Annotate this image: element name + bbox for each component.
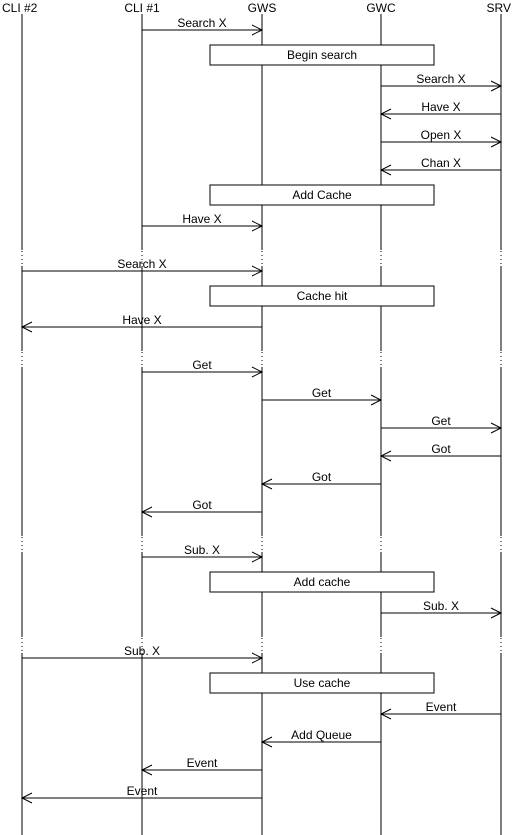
- message-gwc-to-srv: Sub. X: [381, 599, 503, 619]
- message-gws-to-gwc: Get: [262, 386, 383, 406]
- message-srv-to-gwc: Chan X: [379, 156, 501, 176]
- sequence-break: [20, 351, 503, 367]
- message-label: Sub. X: [423, 599, 459, 613]
- message-cli1-to-gws: Search X: [142, 16, 264, 36]
- arrowhead-icon: [260, 478, 273, 490]
- process-box-rect: [209, 571, 435, 593]
- arrowhead-icon: [20, 321, 33, 333]
- process-box-label: Cache hit: [297, 289, 348, 303]
- participant-label-gws: GWS: [248, 1, 277, 15]
- sequence-break: [20, 536, 503, 552]
- process-box: Begin search: [209, 44, 435, 66]
- arrowhead-icon: [379, 450, 392, 462]
- message-srv-to-gwc: Event: [379, 700, 501, 720]
- message-cli2-to-gws: Sub. X: [22, 644, 264, 664]
- message-label: Event: [187, 756, 218, 770]
- message-label: Search X: [177, 16, 226, 30]
- message-gwc-to-srv: Search X: [381, 72, 503, 92]
- process-box: Use cache: [209, 672, 435, 694]
- message-label: Add Queue: [291, 728, 352, 742]
- message-label: Sub. X: [184, 543, 220, 557]
- arrowhead-icon: [260, 736, 273, 748]
- sequence-break: [20, 637, 503, 653]
- arrowhead-icon: [490, 422, 503, 434]
- lifelines: [21, 14, 502, 835]
- arrowhead-icon: [140, 506, 153, 518]
- process-box: Add Cache: [209, 184, 435, 206]
- message-label: Have X: [421, 100, 460, 114]
- message-label: Search X: [117, 257, 166, 271]
- message-srv-to-gwc: Have X: [379, 100, 501, 120]
- message-gws-to-cli2: Event: [20, 784, 262, 804]
- message-gws-to-cli1: Event: [140, 756, 262, 776]
- arrowhead-icon: [379, 164, 392, 176]
- arrowhead-icon: [490, 136, 503, 148]
- process-box-label: Begin search: [287, 48, 357, 62]
- arrowhead-icon: [251, 24, 264, 36]
- participant-label-gwc: GWC: [366, 1, 396, 15]
- message-label: Get: [431, 414, 451, 428]
- arrowhead-icon: [379, 708, 392, 720]
- process-box-label: Add cache: [294, 575, 351, 589]
- arrowhead-icon: [379, 108, 392, 120]
- process-box-rect: [209, 672, 435, 694]
- process-box: Cache hit: [209, 285, 435, 307]
- sequence-break: [20, 250, 503, 266]
- arrowhead-icon: [251, 265, 264, 277]
- message-label: Search X: [416, 72, 465, 86]
- arrowhead-icon: [490, 607, 503, 619]
- arrowhead-icon: [490, 80, 503, 92]
- message-label: Chan X: [421, 156, 461, 170]
- message-label: Got: [431, 442, 451, 456]
- message-gwc-to-srv: Get: [381, 414, 503, 434]
- process-box-rect: [209, 285, 435, 307]
- message-cli1-to-gws: Have X: [142, 212, 264, 232]
- message-label: Got: [312, 470, 332, 484]
- message-label: Open X: [421, 128, 462, 142]
- message-gws-to-cli1: Got: [140, 498, 262, 518]
- participant-label-cli1: CLI #1: [124, 1, 160, 15]
- message-gws-to-cli2: Have X: [20, 313, 262, 333]
- message-label: Got: [192, 498, 212, 512]
- message-cli1-to-gws: Sub. X: [142, 543, 264, 563]
- arrowhead-icon: [20, 792, 33, 804]
- arrowhead-icon: [251, 652, 264, 664]
- message-label: Event: [127, 784, 158, 798]
- message-srv-to-gwc: Got: [379, 442, 501, 462]
- message-label: Get: [192, 358, 212, 372]
- arrowhead-icon: [251, 366, 264, 378]
- message-label: Sub. X: [124, 644, 160, 658]
- arrowhead-icon: [370, 394, 383, 406]
- message-label: Event: [426, 700, 457, 714]
- participant-label-srv: SRV: [487, 1, 511, 15]
- arrowhead-icon: [251, 220, 264, 232]
- arrowhead-icon: [251, 551, 264, 563]
- process-box-rect: [209, 184, 435, 206]
- process-box: Add cache: [209, 571, 435, 593]
- message-gwc-to-srv: Open X: [381, 128, 503, 148]
- message-cli2-to-gws: Search X: [22, 257, 264, 277]
- message-gwc-to-gws: Got: [260, 470, 381, 490]
- message-gwc-to-gws: Add Queue: [260, 728, 381, 748]
- message-label: Have X: [182, 212, 221, 226]
- process-box-label: Use cache: [294, 676, 351, 690]
- arrowhead-icon: [140, 764, 153, 776]
- message-label: Get: [312, 386, 332, 400]
- participant-label-cli2: CLI #2: [2, 1, 38, 15]
- message-label: Have X: [122, 313, 161, 327]
- message-cli1-to-gws: Get: [142, 358, 264, 378]
- process-box-rect: [209, 44, 435, 66]
- process-box-label: Add Cache: [292, 188, 352, 202]
